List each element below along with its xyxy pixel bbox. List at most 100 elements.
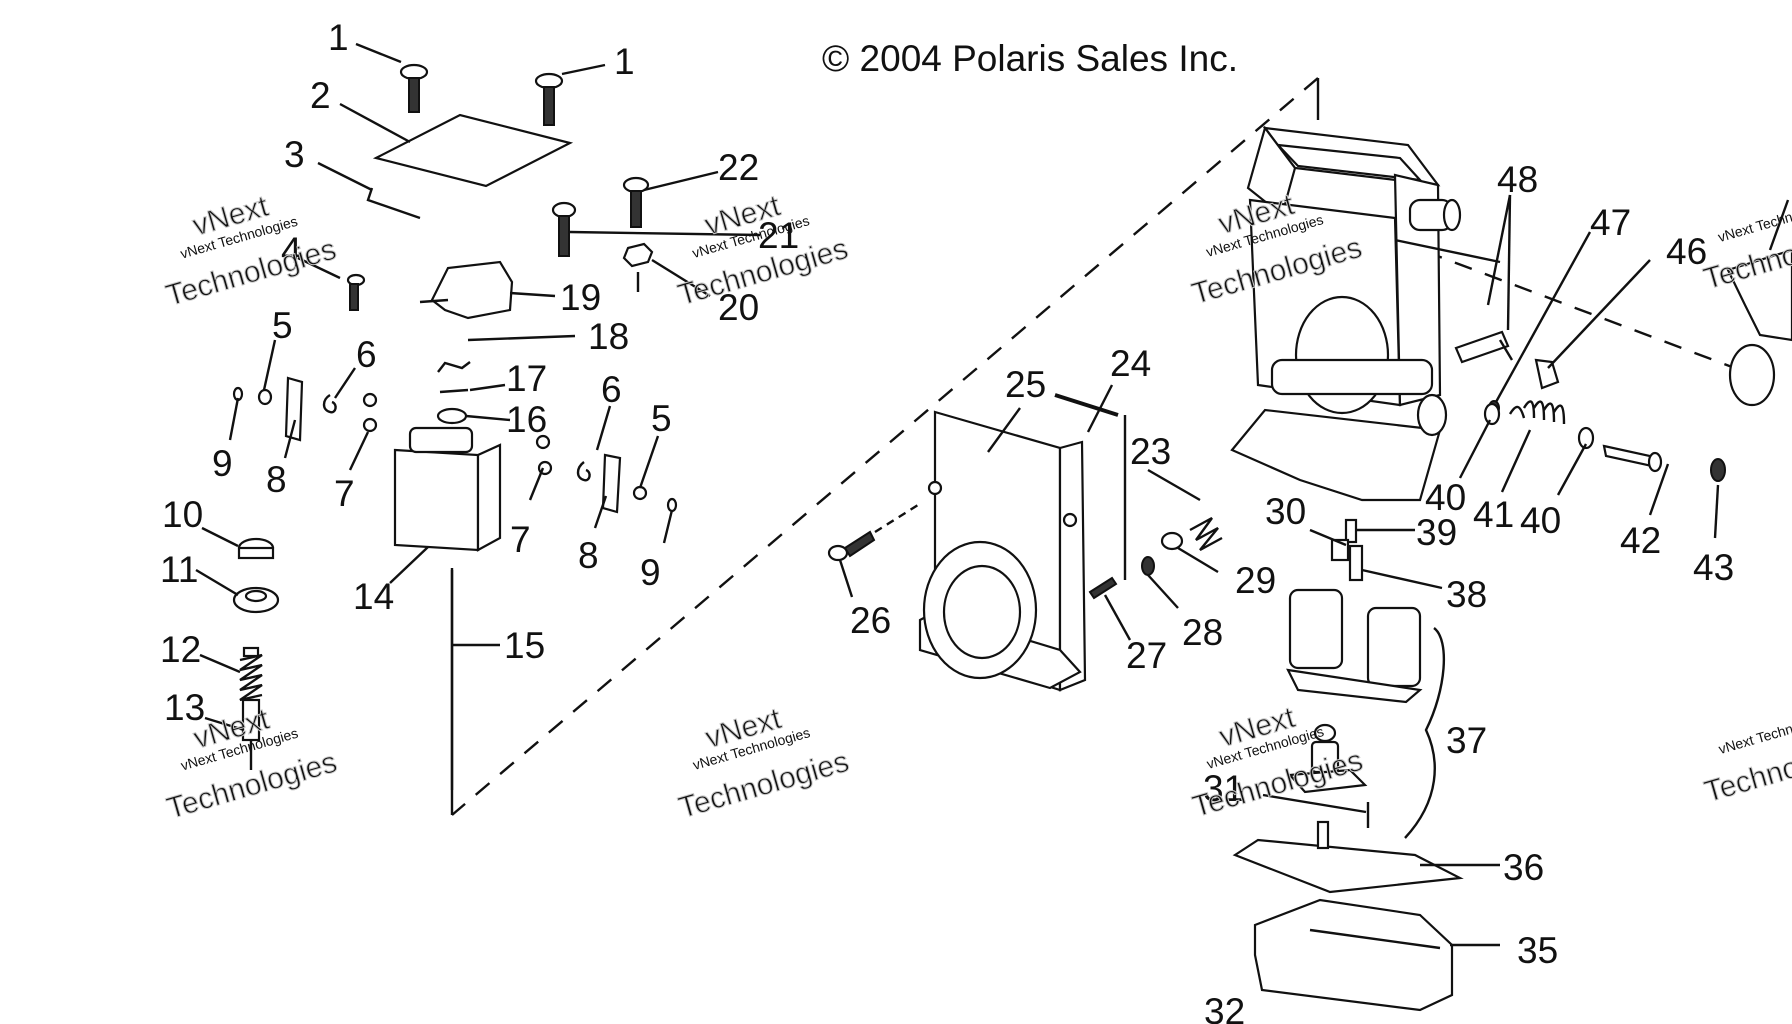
float-part-37 xyxy=(1286,588,1445,839)
callout-10: 10 xyxy=(162,494,203,535)
callout-20: 20 xyxy=(718,287,759,328)
rod-part-24 xyxy=(1054,393,1119,417)
screw-part-1a xyxy=(399,63,429,113)
callout-labels: 1 1 2 3 4 5 5 6 6 7 7 8 8 9 9 10 11 12 1… xyxy=(160,17,1734,1024)
callout-9a: 9 xyxy=(212,443,233,484)
callout-47: 47 xyxy=(1590,202,1631,243)
callout-6b: 6 xyxy=(601,369,622,410)
carburetor-body xyxy=(1230,125,1462,502)
callout-25: 25 xyxy=(1005,364,1046,405)
washer-part-40b xyxy=(1577,426,1595,450)
callout-36: 36 xyxy=(1503,847,1544,888)
callout-19: 19 xyxy=(560,277,601,318)
washer-part-40a xyxy=(1483,402,1501,426)
callout-16: 16 xyxy=(506,399,547,440)
callout-5a: 5 xyxy=(272,305,293,346)
lever-part-right xyxy=(1726,199,1792,407)
callout-24: 24 xyxy=(1110,343,1151,384)
callout-17: 17 xyxy=(506,358,547,399)
callout-14: 14 xyxy=(353,576,394,617)
callout-40b: 40 xyxy=(1520,500,1561,541)
nut-part-11 xyxy=(232,586,280,614)
watermark-7: Technologies vNext Technologies vNext xyxy=(1188,700,1366,824)
callout-15: 15 xyxy=(504,625,545,666)
callout-7b: 7 xyxy=(510,519,531,560)
screw-part-27 xyxy=(1088,576,1118,600)
svg-text:vNext Technologies: vNext Technologies xyxy=(1717,708,1792,757)
callout-23: 23 xyxy=(1130,431,1171,472)
clip-part-18 xyxy=(437,361,471,373)
float-valve-parts xyxy=(1287,723,1370,828)
callout-41: 41 xyxy=(1473,494,1514,535)
copyright-notice: © 2004 Polaris Sales Inc. xyxy=(822,38,1238,79)
callout-4: 4 xyxy=(281,230,302,271)
screw-part-26 xyxy=(827,503,919,562)
callout-32: 32 xyxy=(1204,991,1245,1024)
watermark-6: Technologies vNext Technologies vNext xyxy=(675,701,853,825)
jet-part-48 xyxy=(1454,330,1514,364)
pin-part-17 xyxy=(439,388,469,394)
screw-part-22 xyxy=(622,176,650,228)
callout-6a: 6 xyxy=(356,334,377,375)
gasket-part-3 xyxy=(366,187,421,220)
callout-18: 18 xyxy=(588,316,629,357)
callout-5b: 5 xyxy=(651,398,672,439)
screw-part-42 xyxy=(1602,444,1663,473)
screw-part-4 xyxy=(346,273,366,311)
nut-part-10 xyxy=(237,537,275,560)
callout-2: 2 xyxy=(310,75,331,116)
nut-part-20 xyxy=(622,242,654,292)
screw-part-1b xyxy=(534,72,564,126)
callout-27: 27 xyxy=(1126,635,1167,676)
callout-29: 29 xyxy=(1235,560,1276,601)
callout-12: 12 xyxy=(160,629,201,670)
callout-31: 31 xyxy=(1203,768,1244,809)
callout-35: 35 xyxy=(1517,930,1558,971)
callout-38: 38 xyxy=(1446,574,1487,615)
callout-28: 28 xyxy=(1182,612,1223,653)
callout-37: 37 xyxy=(1446,720,1487,761)
callout-39: 39 xyxy=(1416,512,1457,553)
screw-part-21 xyxy=(551,201,577,257)
cap-part-43 xyxy=(1710,458,1726,482)
bracket-part-19 xyxy=(430,260,514,320)
svg-text:vNext Technologies: vNext Technologies xyxy=(1716,196,1792,245)
callout-40a: 40 xyxy=(1425,477,1466,518)
spring-part-12 xyxy=(239,646,263,702)
callout-22: 22 xyxy=(718,147,759,188)
callout-21: 21 xyxy=(758,215,799,256)
callout-46: 46 xyxy=(1666,231,1707,272)
cover-plate-part-2 xyxy=(372,113,574,188)
callout-26: 26 xyxy=(850,600,891,641)
callout-1b: 1 xyxy=(614,41,635,82)
watermark-3: Technologies vNext Technologies vNext xyxy=(1188,187,1366,311)
callout-11: 11 xyxy=(160,549,198,590)
callout-1a: 1 xyxy=(328,17,349,58)
washer-part-29 xyxy=(1160,531,1184,551)
callout-43: 43 xyxy=(1693,547,1734,588)
watermark-8: Technologies vNext Technologies xyxy=(1700,708,1792,809)
watermark-2: Technologies vNext Technologies vNext xyxy=(674,189,852,313)
oring-part-28 xyxy=(1141,556,1155,576)
callout-7a: 7 xyxy=(334,473,355,514)
washer-part-16 xyxy=(436,407,468,425)
cap-part-46 xyxy=(1534,358,1560,390)
callout-3: 3 xyxy=(284,134,305,175)
callout-42: 42 xyxy=(1620,520,1661,561)
spring-part-23 xyxy=(1189,516,1223,552)
watermark-1: Technologies vNext Technologies vNext xyxy=(162,189,340,313)
flange-part-25 xyxy=(918,410,1087,692)
callout-48: 48 xyxy=(1497,159,1538,200)
leader-lines xyxy=(195,42,1720,947)
plunger-part-13 xyxy=(241,698,261,770)
callout-13: 13 xyxy=(164,687,205,728)
callout-30: 30 xyxy=(1265,491,1306,532)
callout-9b: 9 xyxy=(640,552,661,593)
gasket-part-36 xyxy=(1232,820,1464,894)
callout-8b: 8 xyxy=(578,535,599,576)
callout-8a: 8 xyxy=(266,459,287,500)
float-bowl-part-35 xyxy=(1253,898,1454,1012)
spring-part-41 xyxy=(1508,400,1566,425)
housing-part-14 xyxy=(393,426,502,552)
